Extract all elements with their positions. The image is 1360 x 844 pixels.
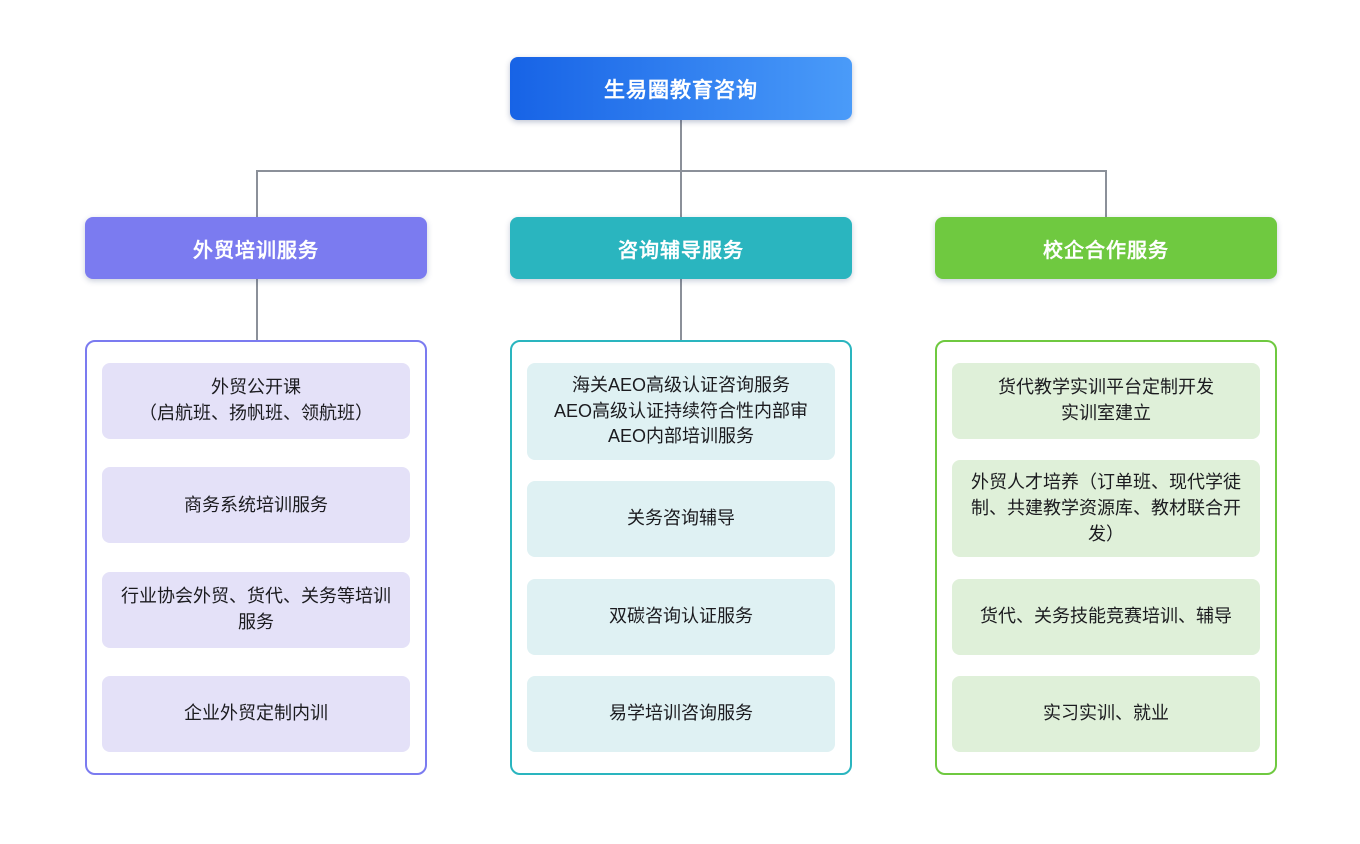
connector-drop-branch-3 [1105,170,1107,217]
branch-header-school-enterprise: 校企合作服务 [935,217,1277,279]
branch-container-trade-training: 外贸公开课 （启航班、扬帆班、领航班） 商务系统培训服务 行业协会外贸、货代、关… [85,340,427,775]
leaf-node: 易学培训咨询服务 [527,676,835,752]
leaf-node: 行业协会外贸、货代、关务等培训服务 [102,571,410,648]
branch-container-school-enterprise: 货代教学实训平台定制开发 实训室建立 外贸人才培养（订单班、现代学徒制、共建教学… [935,340,1277,775]
leaf-node: 双碳咨询认证服务 [527,578,835,655]
branch-header-consulting-coaching: 咨询辅导服务 [510,217,852,279]
leaf-node: 海关AEO高级认证咨询服务 AEO高级认证持续符合性内部审 AEO内部培训服务 [527,363,835,460]
connector-root-stem [680,120,682,170]
leaf-node: 外贸人才培养（订单班、现代学徒制、共建教学资源库、教材联合开发） [952,460,1260,558]
leaf-node: 商务系统培训服务 [102,467,410,544]
leaf-node: 货代教学实训平台定制开发 实训室建立 [952,363,1260,439]
branch-container-consulting-coaching: 海关AEO高级认证咨询服务 AEO高级认证持续符合性内部审 AEO内部培训服务 … [510,340,852,775]
leaf-node: 企业外贸定制内训 [102,675,410,752]
connector-drop-branch-1 [256,170,258,217]
leaf-node: 外贸公开课 （启航班、扬帆班、领航班） [102,363,410,439]
connector-branch-2-to-children [680,279,682,340]
connector-branch-1-to-children [256,279,258,340]
leaf-node: 关务咨询辅导 [527,481,835,558]
leaf-node: 货代、关务技能竞赛培训、辅导 [952,578,1260,655]
branch-header-trade-training: 外贸培训服务 [85,217,427,279]
leaf-node: 实习实训、就业 [952,676,1260,752]
connector-drop-branch-2 [680,170,682,217]
root-node: 生易圈教育咨询 [510,57,852,120]
